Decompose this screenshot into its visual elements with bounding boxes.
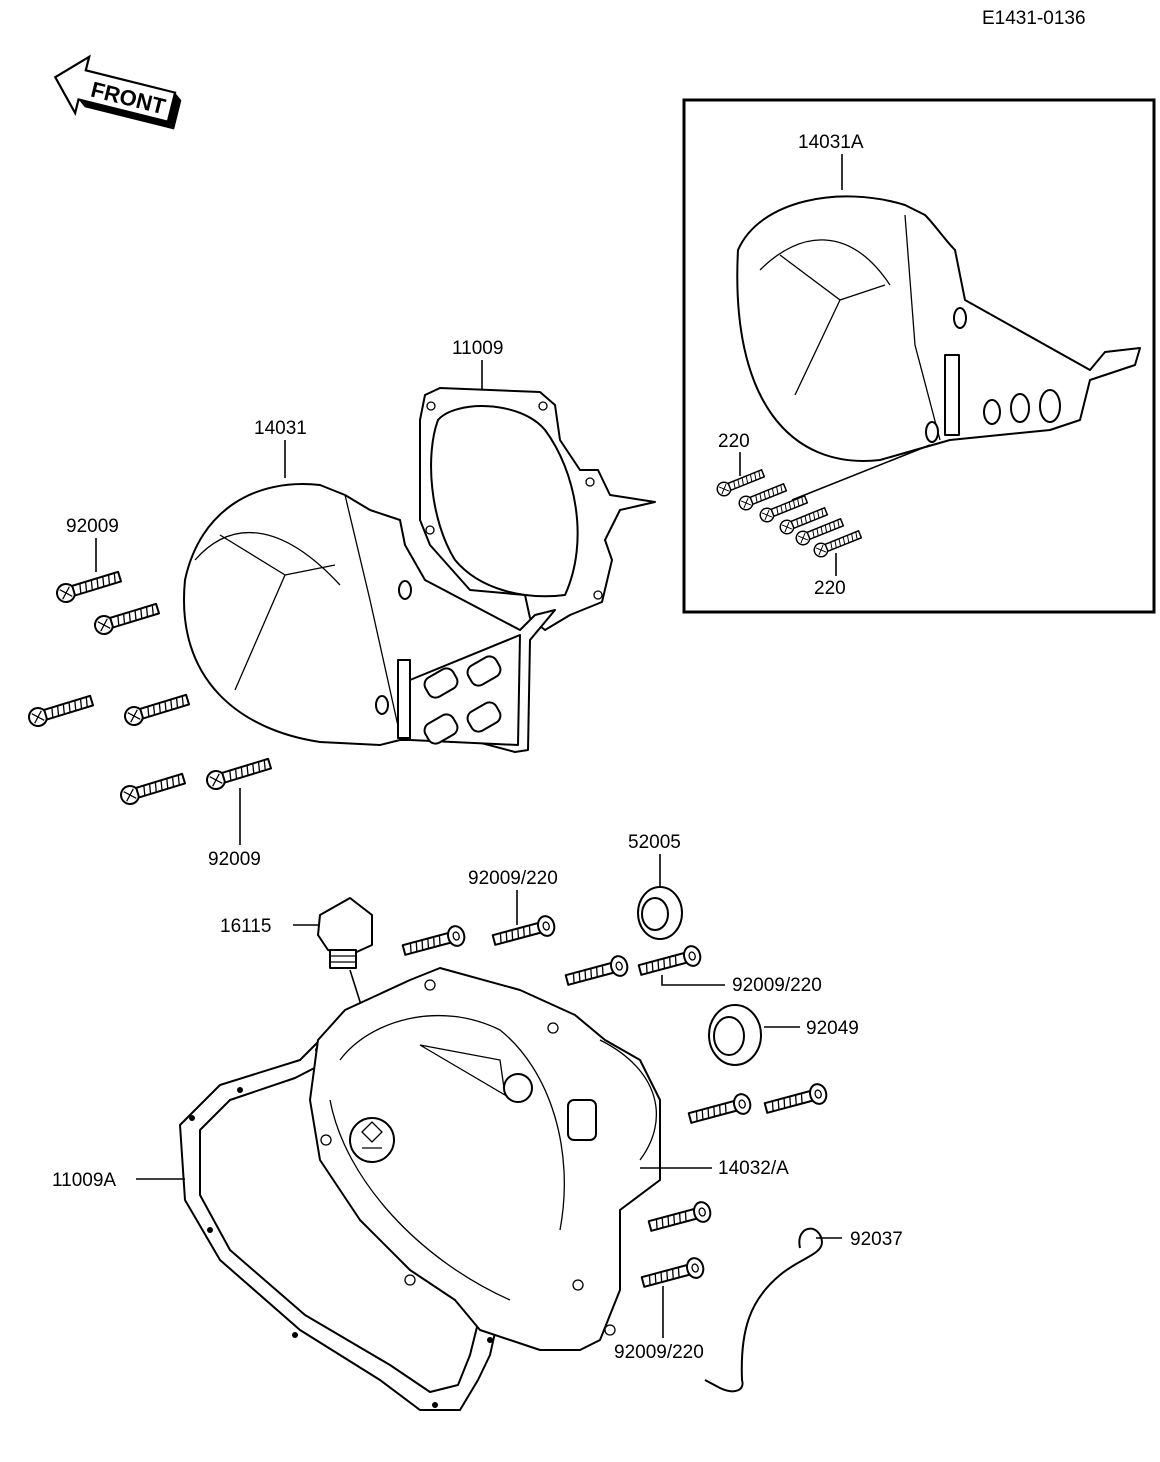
gasket-11009: [419, 387, 656, 631]
label-14032A: 14032/A: [718, 1158, 789, 1179]
label-92009-220-mid: 92009/220: [468, 868, 558, 889]
oil-filler-plug-16115: [317, 897, 373, 1009]
reference-code: E1431-0136: [982, 8, 1086, 29]
alternate-cover-inset-frame: [682, 98, 1156, 614]
oil-seal-52005: [637, 886, 683, 940]
label-92049: 92049: [806, 1018, 859, 1039]
label-11009A: 11009A: [52, 1170, 116, 1191]
label-14031A: 14031A: [798, 132, 864, 153]
front-arrow-icon: FRONT: [53, 54, 182, 130]
label-92037: 92037: [850, 1229, 903, 1250]
oil-seal-92049: [708, 1004, 762, 1066]
label-14031: 14031: [254, 418, 307, 439]
label-92009-220-right: 92009/220: [732, 975, 822, 996]
label-92009-220-bottom: 92009/220: [614, 1342, 704, 1363]
alternate-cover-screws: [714, 444, 931, 560]
wire-clip-92037: [704, 1227, 823, 1393]
label-220-top: 220: [718, 431, 750, 452]
generator-cover-14031: [183, 483, 556, 753]
label-11009: 11009: [452, 338, 503, 359]
label-52005: 52005: [628, 832, 681, 853]
alternate-cover-14031A: [736, 195, 1141, 462]
label-92009-top: 92009: [66, 516, 119, 537]
clutch-cover-14032A: [309, 967, 661, 1351]
label-220-bottom: 220: [814, 578, 846, 599]
label-16115: 16115: [220, 916, 271, 937]
label-92009-bottom: 92009: [208, 849, 261, 870]
